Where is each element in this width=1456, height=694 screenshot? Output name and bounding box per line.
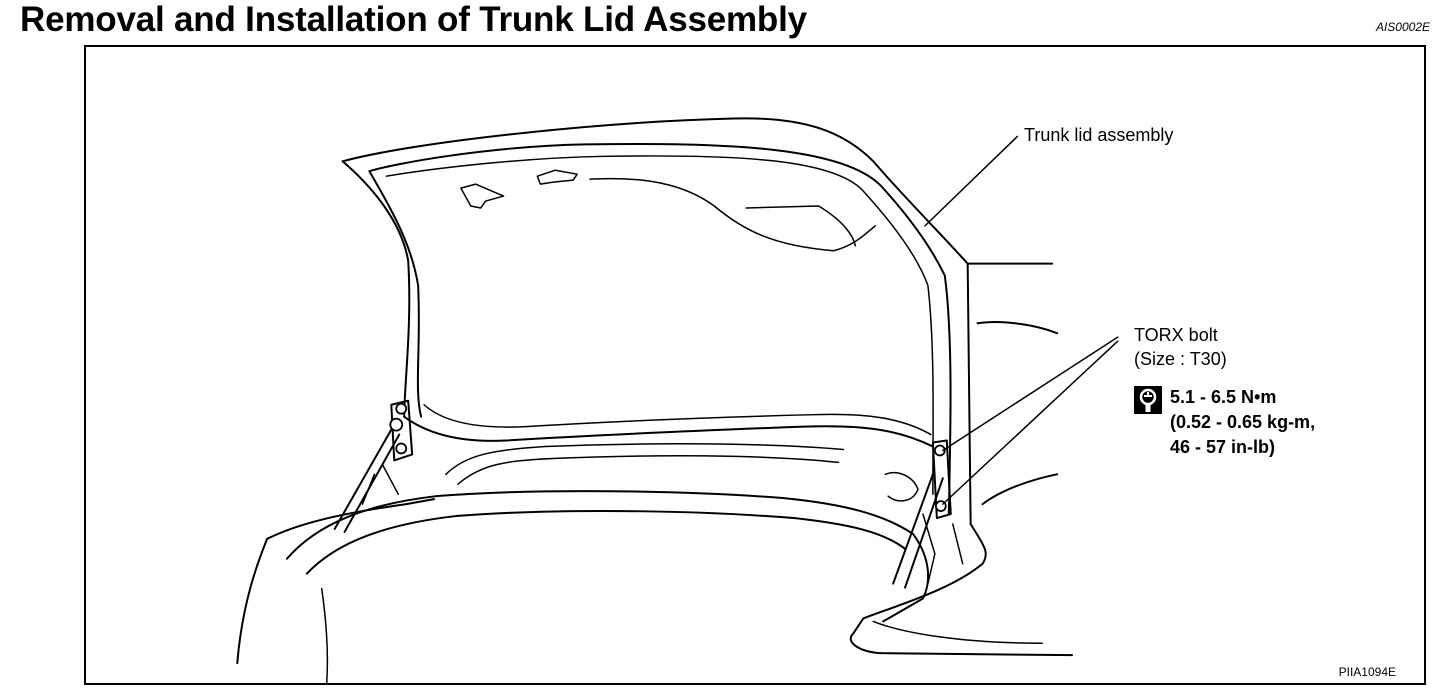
right-hinge-arm	[922, 513, 964, 585]
torque-specification: 5.1 - 6.5 N•m (0.52 - 0.65 kg-m, 46 - 57…	[1134, 385, 1315, 460]
lid-bracket-left	[460, 183, 505, 209]
figure-code: PIIA1094E	[1338, 665, 1396, 679]
torque-wrench-icon	[1134, 386, 1162, 414]
left-gas-stay	[333, 428, 401, 533]
left-torx-bolt-upper	[395, 402, 408, 415]
trunk-seal-front-inner	[457, 455, 840, 485]
torx-bolt-label-line2: (Size : T30)	[1134, 349, 1227, 369]
quarter-panel-right	[981, 473, 1059, 506]
page-title: Removal and Installation of Trunk Lid As…	[20, 0, 807, 39]
torque-value-inlb: 46 - 57 in-lb)	[1170, 437, 1276, 457]
left-torx-bolt-middle	[389, 417, 404, 432]
trunk-recess	[884, 471, 919, 502]
trunk-lid-inner-rim-second	[385, 155, 934, 495]
bumper-lower-right	[872, 620, 1043, 644]
left-torx-bolt-lower	[395, 442, 408, 455]
body-left-side	[236, 537, 269, 665]
window-upper-line	[589, 177, 876, 252]
rear-roof-line	[976, 321, 1059, 335]
body-right-edge	[862, 523, 987, 620]
trunk-opening-inner	[305, 510, 907, 575]
right-torx-bolt-upper	[933, 444, 946, 457]
trunk-opening-rim	[285, 490, 914, 560]
left-hinge-bracket	[390, 399, 414, 462]
trunk-lid-assembly-label: Trunk lid assembly	[1024, 125, 1174, 145]
trunk-opening-left	[266, 498, 436, 540]
trunk-lid-inner-rim	[368, 142, 952, 516]
right-hinge-bracket	[931, 439, 952, 520]
torx-bolt-leader-line-upper	[942, 336, 1119, 452]
trunk-opening-right-edge	[882, 532, 930, 623]
left-hinge-arm	[361, 463, 399, 505]
right-gas-stay	[892, 473, 944, 589]
trunk-seal-front	[445, 443, 845, 476]
trunk-lid-outer-edge	[341, 117, 972, 525]
trunk-lid-leader-line	[924, 135, 1019, 227]
bumper-line-right	[850, 617, 1073, 657]
torx-bolt-leader-line-lower	[942, 340, 1119, 505]
trunk-floor-line	[320, 587, 329, 683]
lid-bracket-right	[536, 169, 578, 185]
torx-bolt-label-line1: TORX bolt	[1134, 325, 1218, 345]
trunk-lid-illustration	[236, 117, 1119, 683]
trunk-lid-left-inner	[368, 170, 423, 418]
trunk-lid-bottom-curve	[403, 415, 934, 448]
torque-value-kgm: (0.52 - 0.65 kg-m,	[1170, 412, 1316, 432]
trunk-lid-diagram: Trunk lid assembly TORX bolt (Size : T30…	[84, 45, 1426, 685]
trunk-lid-left-edge	[341, 160, 411, 418]
torque-value-nm: 5.1 - 6.5 N•m	[1170, 387, 1277, 407]
torque-values: 5.1 - 6.5 N•m (0.52 - 0.65 kg-m, 46 - 57…	[1170, 385, 1315, 460]
trunk-lid-bottom-inner	[423, 404, 932, 436]
window-cutout	[745, 205, 857, 247]
torx-bolt-label: TORX bolt (Size : T30)	[1134, 323, 1227, 371]
document-code: AIS0002E	[1375, 20, 1430, 34]
